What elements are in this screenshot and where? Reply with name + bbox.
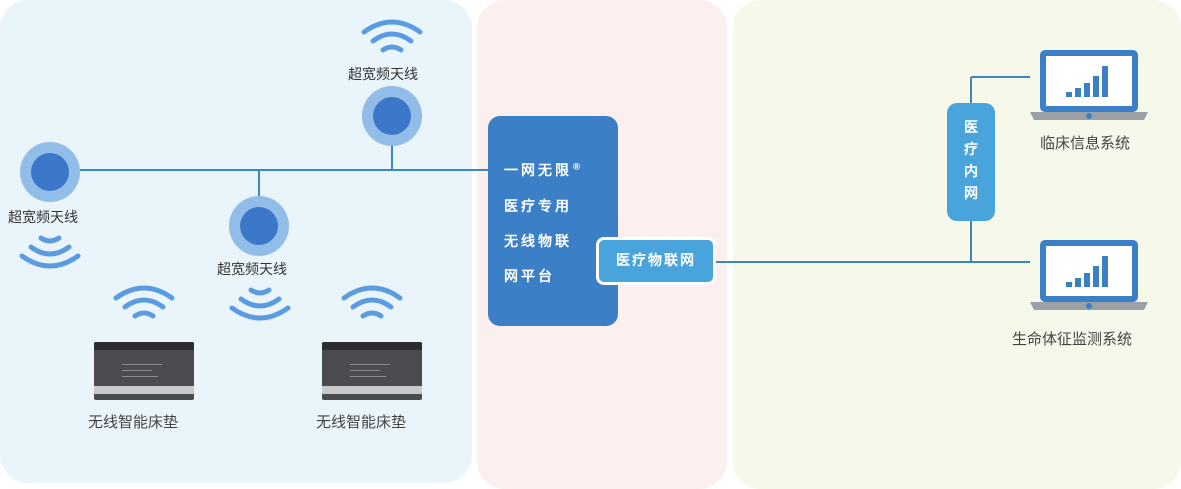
system-label: 生命体征监测系统 [1012,330,1133,348]
system-label: 临床信息系统 [1040,134,1131,152]
mattress-label: 无线智能床垫 [316,413,407,431]
platform-line: 医疗专用 [504,199,572,215]
intranet-char: 内 [964,164,978,180]
platform-line: 网平台 [504,269,555,285]
intranet-char: 医 [964,120,978,136]
platform-line: 一网无限® [504,162,581,179]
antenna-label: 超宽频天线 [8,210,78,226]
platform-line: 无线物联 [504,234,572,250]
wifi-icon [341,285,403,319]
registered-mark: ® [572,162,581,173]
intranet-char: 疗 [964,142,978,158]
smart-mattress-image [94,342,194,400]
wifi-icon [113,285,175,319]
antenna-icon [362,86,422,146]
antenna-icon [20,142,80,202]
laptop-icon [1030,50,1148,120]
mattress-label: 无线智能床垫 [88,413,179,431]
wifi-icon [361,19,423,53]
hospital-intranet-box: 医 疗 内 网 [947,103,995,221]
smart-mattress-image [322,342,422,400]
wifi-icon [229,287,291,321]
antenna-icon [229,196,289,256]
laptop-icon [1030,240,1148,310]
antenna-label: 超宽频天线 [217,262,287,278]
iot-network-badge: 医疗物联网 [596,237,716,285]
antenna-label: 超宽频天线 [348,67,418,83]
intranet-char: 网 [964,186,978,202]
platform-box: 一网无限® 医疗专用 无线物联 网平台 [488,116,618,326]
wifi-icon [19,235,81,269]
